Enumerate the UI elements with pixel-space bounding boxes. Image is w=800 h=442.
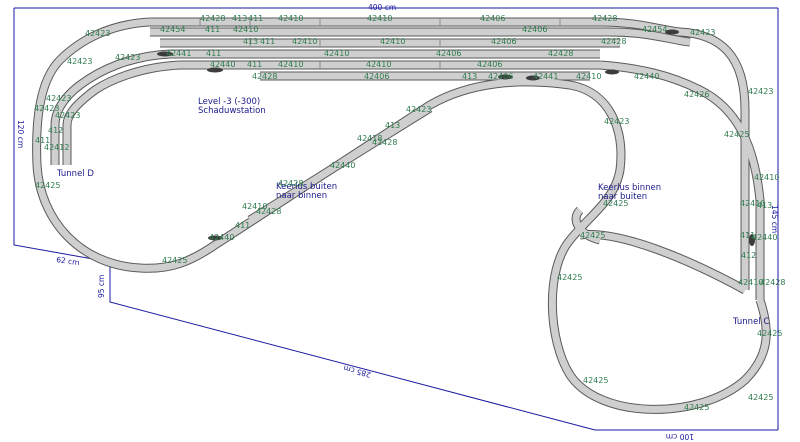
level-note: Level -3 (-300) bbox=[198, 97, 260, 107]
part-label: 411 bbox=[35, 136, 50, 145]
part-label: 411 bbox=[740, 231, 755, 240]
part-label: 42441 bbox=[166, 49, 191, 58]
part-label: 42425 bbox=[748, 393, 773, 402]
tunnel-d-label: Tunnel D bbox=[56, 169, 94, 179]
part-label: 42412 bbox=[44, 143, 69, 152]
part-label: 42406 bbox=[491, 37, 516, 46]
part-label: 42441 bbox=[533, 72, 558, 81]
part-label: 42425 bbox=[583, 376, 608, 385]
part-label: 42425 bbox=[580, 231, 605, 240]
track-joints bbox=[199, 18, 561, 69]
dimension-bottom-left: 62 cm bbox=[56, 255, 80, 267]
part-label: 411 bbox=[235, 221, 250, 230]
part-label: 42406 bbox=[488, 72, 513, 81]
part-label: 42428 bbox=[592, 14, 617, 23]
switch-markers bbox=[157, 29, 755, 246]
part-label: 413 bbox=[232, 14, 247, 23]
tracks-inner bbox=[33, 18, 770, 413]
part-label: 42410 bbox=[576, 72, 601, 81]
part-label: 42423 bbox=[85, 29, 110, 38]
part-label: 42440 bbox=[634, 72, 659, 81]
tunnel-c-label: Tunnel C bbox=[732, 317, 769, 327]
part-label: 42428 bbox=[252, 72, 277, 81]
dimension-right: 145 cm bbox=[770, 205, 779, 233]
part-label: 42423 bbox=[604, 117, 629, 126]
part-label: 42425 bbox=[724, 130, 749, 139]
part-label: 42428 bbox=[372, 138, 397, 147]
loop-left-line1: Keerlus buiten bbox=[276, 182, 337, 192]
part-label: 42428 bbox=[278, 179, 303, 188]
part-label: 42410 bbox=[367, 14, 392, 23]
part-label: 42406 bbox=[477, 60, 502, 69]
part-label: 412 bbox=[48, 126, 63, 135]
part-label: 413 bbox=[385, 121, 400, 130]
part-label: 411 bbox=[247, 60, 262, 69]
part-label: 42423 bbox=[406, 105, 431, 114]
part-label: 42410 bbox=[324, 49, 349, 58]
part-label: 42406 bbox=[364, 72, 389, 81]
part-label: 42410 bbox=[380, 37, 405, 46]
dimension-left: 120 cm bbox=[16, 120, 25, 148]
dimension-step: 95 cm bbox=[97, 275, 106, 298]
part-label: 42406 bbox=[436, 49, 461, 58]
part-label: 42423 bbox=[115, 53, 140, 62]
part-label: 42423 bbox=[690, 28, 715, 37]
part-label: 411 bbox=[260, 37, 275, 46]
part-label: 42425 bbox=[162, 256, 187, 265]
part-label: 42423 bbox=[748, 87, 773, 96]
part-label: 42425 bbox=[757, 329, 782, 338]
part-label: 42428 bbox=[760, 278, 785, 287]
part-label: 42426 bbox=[684, 90, 709, 99]
part-label: 42425 bbox=[603, 199, 628, 208]
part-label: 42428 bbox=[548, 49, 573, 58]
dimension-bottom-right: 100 cm bbox=[666, 432, 694, 441]
part-label: 42410 bbox=[366, 60, 391, 69]
part-label: 42440 bbox=[330, 161, 355, 170]
part-label: 42440 bbox=[752, 233, 777, 242]
part-label: 42454 bbox=[160, 25, 185, 34]
part-label: 42406 bbox=[480, 14, 505, 23]
part-label: 42410 bbox=[233, 25, 258, 34]
part-label: 42454 bbox=[642, 25, 667, 34]
part-label: 42428 bbox=[200, 14, 225, 23]
part-label: 411 bbox=[206, 49, 221, 58]
station-note: Schaduwstation bbox=[198, 106, 266, 116]
part-label: 42425 bbox=[684, 403, 709, 412]
part-label: 42406 bbox=[522, 25, 547, 34]
part-label: 42425 bbox=[557, 273, 582, 282]
part-label: 413 bbox=[757, 201, 772, 210]
dimension-top: 400 cm bbox=[368, 3, 396, 12]
part-label: 42425 bbox=[35, 181, 60, 190]
part-label: 42418 bbox=[357, 134, 382, 143]
part-label: 42423 bbox=[34, 104, 59, 113]
part-label: 42440 bbox=[210, 60, 235, 69]
part-labels: 42428 413 411 42410 42410 42406 42428 42… bbox=[34, 14, 785, 412]
part-label: 42410 bbox=[292, 37, 317, 46]
part-label: 413 bbox=[243, 37, 258, 46]
dimension-diagonal: 285 cm bbox=[342, 363, 372, 379]
loop-right-line1: Keerlus binnen bbox=[598, 183, 661, 193]
part-label: 42410 bbox=[242, 202, 267, 211]
part-label: 411 bbox=[248, 14, 263, 23]
part-label: 42410 bbox=[738, 278, 763, 287]
part-label: 411 bbox=[205, 25, 220, 34]
part-label: 42428 bbox=[256, 207, 281, 216]
part-label: 42440 bbox=[209, 233, 234, 242]
loop-left-line2: naar binnen bbox=[276, 191, 327, 201]
part-label: 42423 bbox=[67, 57, 92, 66]
part-label: 42423 bbox=[55, 111, 80, 120]
part-label: 42423 bbox=[46, 94, 71, 103]
part-label: 42410 bbox=[278, 14, 303, 23]
part-label: 42428 bbox=[601, 37, 626, 46]
room-outline bbox=[13, 7, 779, 431]
part-label: 42410 bbox=[754, 173, 779, 182]
part-label: 42410 bbox=[740, 199, 765, 208]
part-label: 412 bbox=[741, 251, 756, 260]
part-label: 42410 bbox=[278, 60, 303, 69]
part-label: 413 bbox=[462, 72, 477, 81]
loop-right-line2: naar buiten bbox=[598, 192, 647, 202]
